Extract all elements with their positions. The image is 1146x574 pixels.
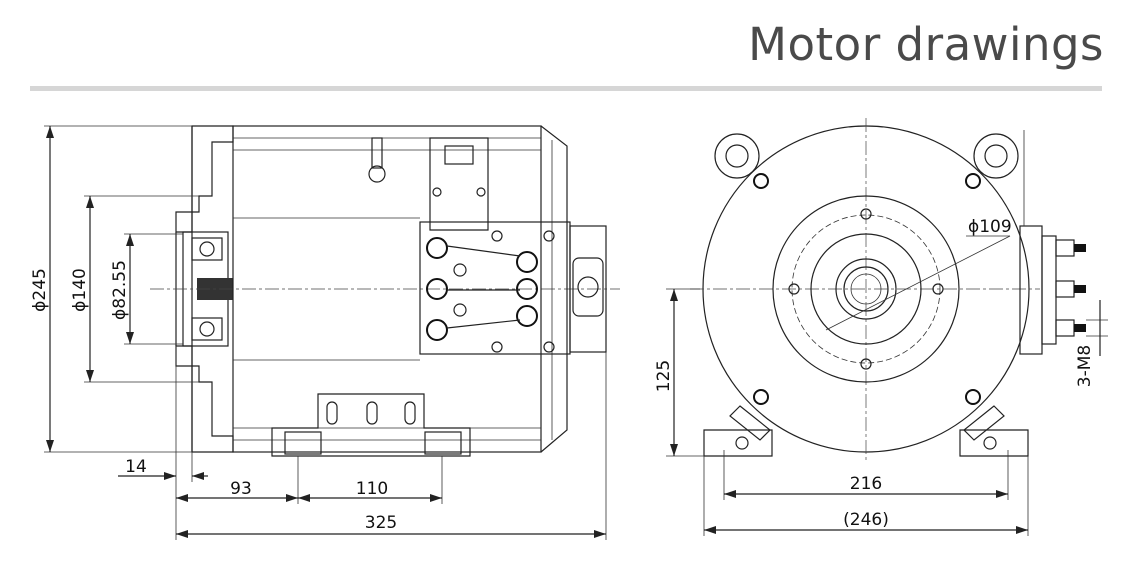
dim-diameter-140: ϕ140 — [70, 268, 90, 312]
dim-diameter-245: ϕ245 — [30, 268, 50, 312]
dim-diameter-82-55: ϕ82.55 — [110, 260, 130, 320]
dim-110: 110 — [356, 479, 388, 499]
dim-216: 216 — [850, 474, 882, 494]
side-view-dimensions: ϕ245 ϕ140 ϕ82.55 14 93 110 325 — [30, 125, 607, 540]
dim-325: 325 — [365, 513, 397, 533]
front-view-dimensions: ϕ109 125 216 (246) 3-M8 — [654, 217, 1108, 536]
foot-right — [959, 429, 1029, 457]
dim-14: 14 — [125, 457, 147, 477]
title-divider — [30, 86, 1102, 91]
front-view — [690, 118, 1086, 460]
dim-125: 125 — [654, 360, 674, 392]
terminal-studs — [1055, 239, 1086, 337]
motor-body — [232, 125, 542, 453]
page-title: Motor drawings — [748, 18, 1104, 71]
side-view — [150, 125, 620, 457]
dim-246: (246) — [843, 510, 889, 530]
mounting-foot — [271, 393, 471, 457]
dim-thread-3-m8: 3-M8 — [1075, 345, 1095, 387]
dim-diameter-109: ϕ109 — [968, 217, 1012, 237]
flange-section — [175, 125, 234, 233]
terminal-box — [419, 221, 571, 355]
dim-93: 93 — [230, 479, 252, 499]
foot-left — [703, 429, 773, 457]
